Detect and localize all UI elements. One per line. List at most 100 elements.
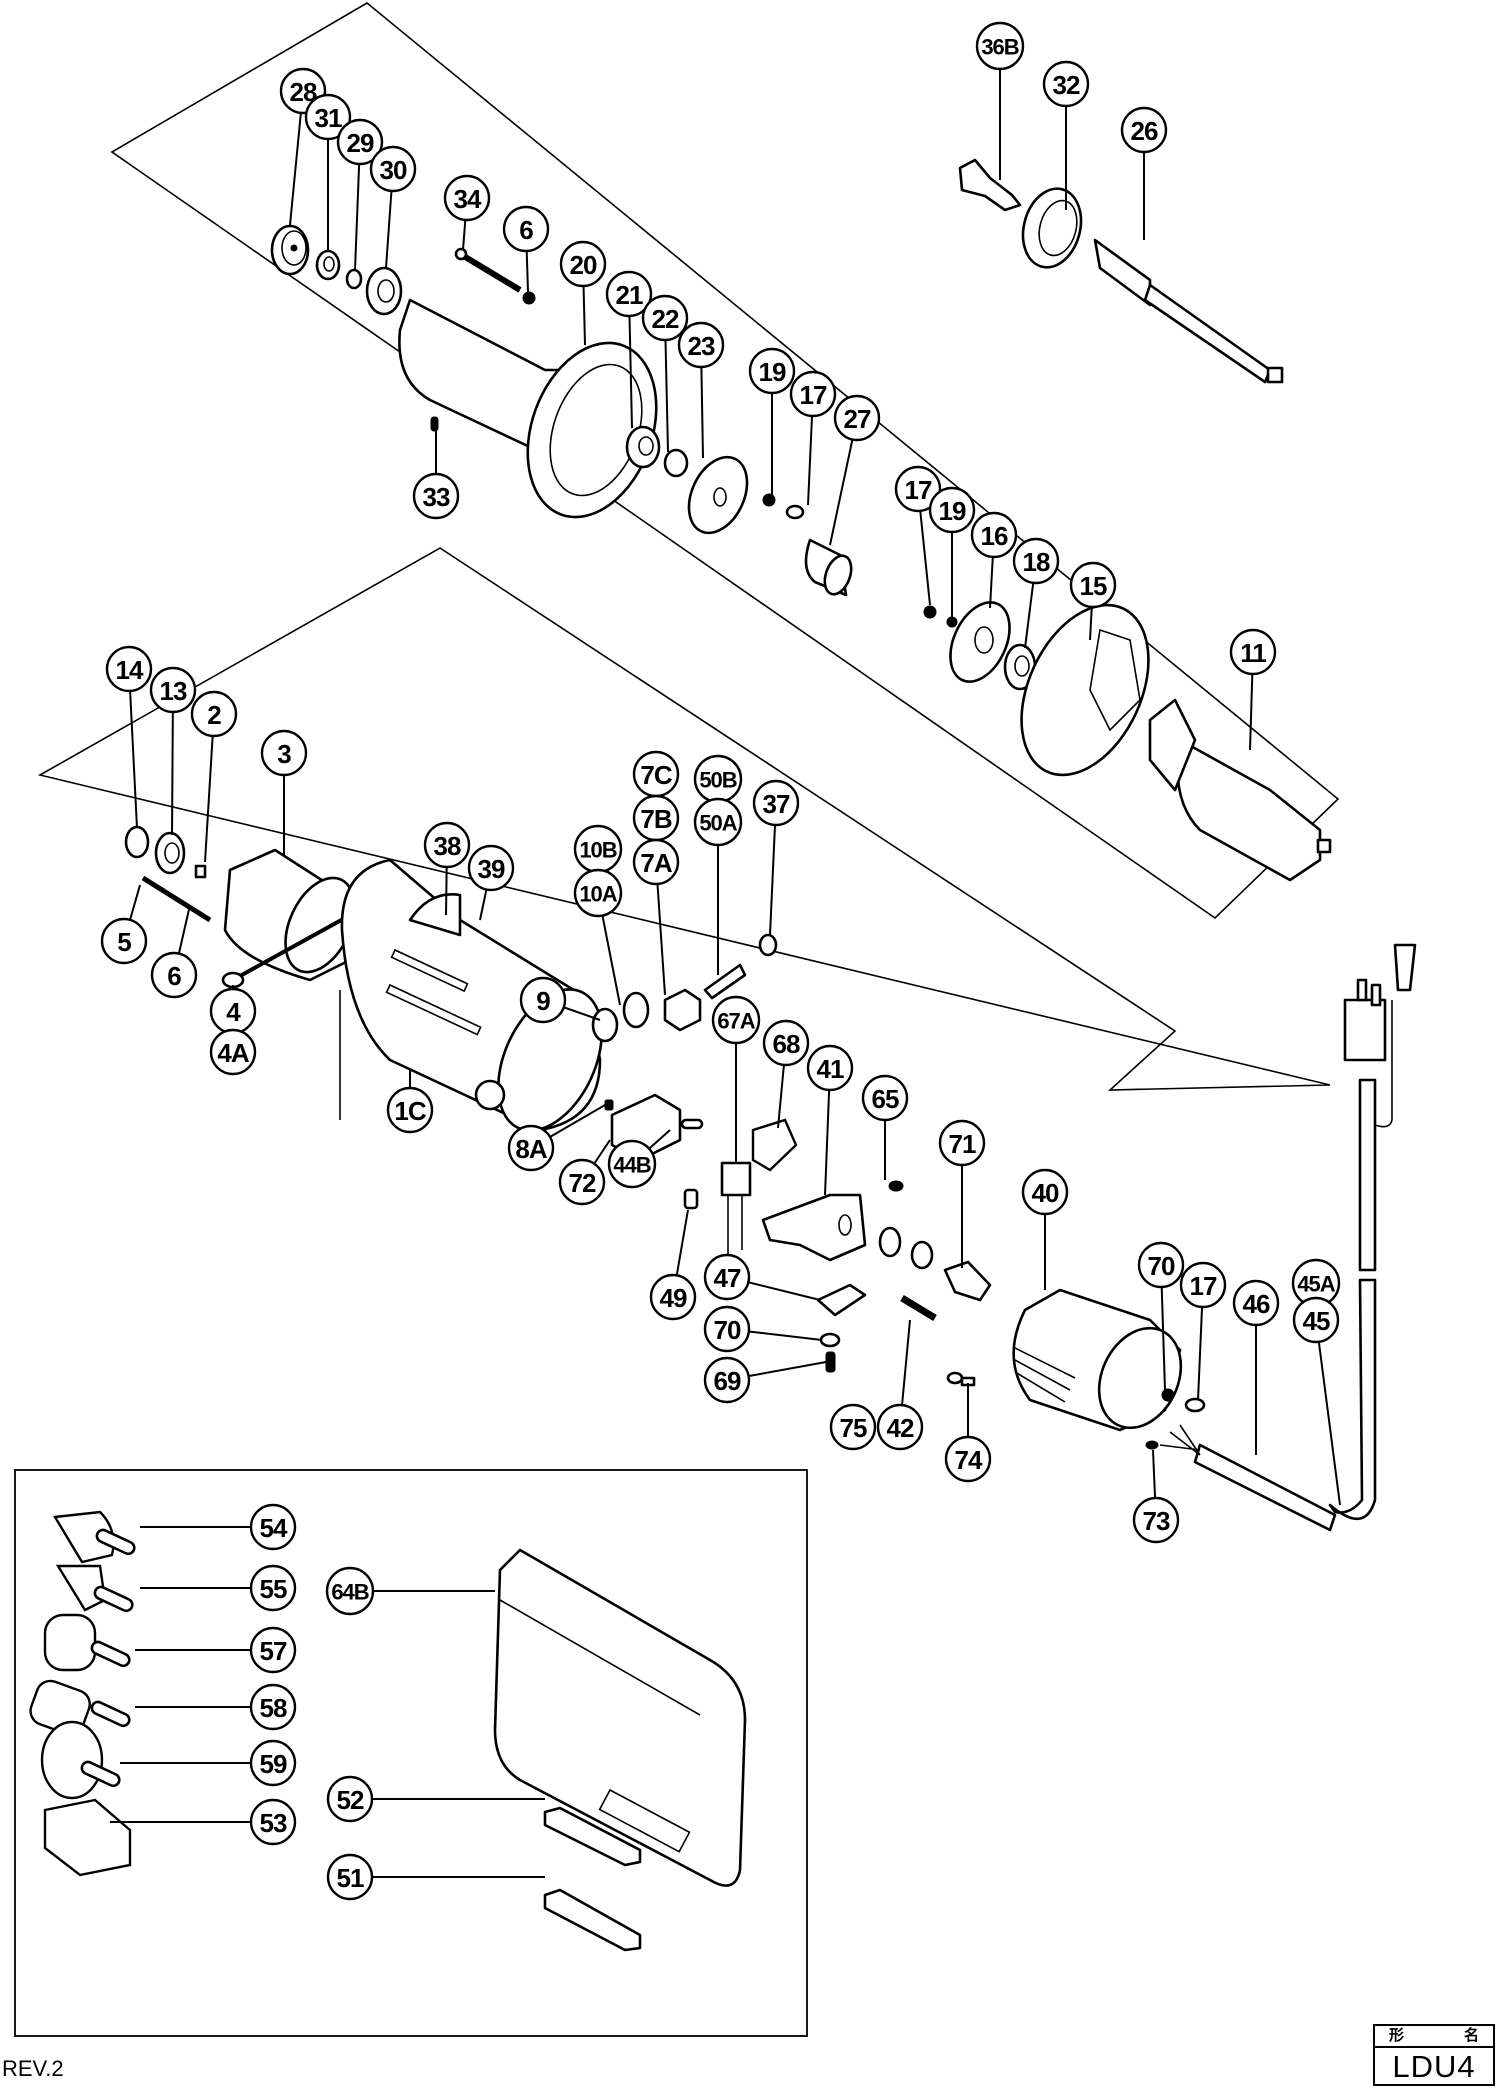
callout-18: 18 [1012, 537, 1060, 585]
callout-bubble [249, 1564, 297, 1612]
revision-label: REV.2 [2, 2056, 64, 2081]
callout-number: 7C [640, 760, 672, 790]
callout-54: 54 [249, 1503, 297, 1551]
callout-number: 45A [1297, 1272, 1335, 1297]
callout-9: 9 [519, 976, 567, 1024]
part-gear-cover-20 [398, 298, 658, 519]
callout-bubble [559, 240, 607, 288]
part-screw-17b [923, 605, 937, 619]
callout-42: 42 [876, 1403, 924, 1451]
part-dressing-stone-53 [43, 1798, 132, 1877]
callout-number: 17 [905, 475, 932, 505]
callout-bubble [711, 995, 761, 1045]
callout-bubble [1021, 1168, 1069, 1216]
callout-64B: 64B [325, 1566, 375, 1616]
callout-36B: 36B [975, 21, 1025, 71]
callout-number: 19 [759, 357, 786, 387]
callout-number: 51 [337, 1863, 364, 1893]
callout-7A: 7A [632, 838, 680, 886]
callout-number: 32 [1053, 70, 1080, 100]
callout-bubble [876, 1403, 924, 1451]
callout-bubble [829, 1403, 877, 1451]
callout-number: 10B [579, 838, 616, 863]
callout-number: 70 [714, 1315, 741, 1345]
callout-bubble [762, 1019, 810, 1067]
callout-number: 68 [773, 1029, 800, 1059]
part-grinding-stone-54 [53, 1510, 136, 1564]
callout-bubble [467, 844, 515, 892]
callout-bubble [249, 1683, 297, 1731]
callout-number: 33 [423, 482, 450, 512]
callout-bubble [944, 1435, 992, 1483]
part-ring-29 [345, 268, 363, 290]
callout-47: 47 [703, 1253, 751, 1301]
callout-10B: 10B [573, 824, 623, 874]
callout-layer: 28312930346202122233336B3226191727171916… [100, 21, 1341, 1901]
callout-27: 27 [833, 394, 881, 442]
callout-number: 6 [167, 961, 181, 991]
callout-49: 49 [649, 1273, 697, 1321]
callout-number: 23 [688, 331, 715, 361]
callout-bubble [249, 1503, 297, 1551]
part-washer-70b [1161, 1388, 1175, 1402]
callout-number: 72 [569, 1168, 596, 1198]
callout-52: 52 [326, 1775, 374, 1823]
callout-37: 37 [752, 779, 800, 827]
callout-50B: 50B [693, 754, 743, 804]
callout-bubble [190, 690, 238, 738]
part-screw-17a [785, 504, 805, 520]
callout-number: 55 [260, 1574, 287, 1604]
callout-number: 6 [519, 215, 533, 245]
callout-number: 42 [887, 1413, 914, 1443]
callout-68: 68 [762, 1019, 810, 1067]
callout-17b: 17 [894, 465, 942, 513]
callout-bubble [150, 951, 198, 999]
callout-number: 75 [840, 1413, 867, 1443]
callout-bubble [249, 1798, 297, 1846]
callout-number: 45 [1303, 1306, 1330, 1336]
callout-number: 67A [717, 1009, 755, 1034]
callout-number: 16 [981, 521, 1008, 551]
callout-6b: 6 [150, 951, 198, 999]
callout-3: 3 [260, 729, 308, 777]
callout-34: 34 [443, 174, 491, 222]
model-number: LDU4 [1392, 2049, 1476, 2084]
callout-number: 30 [380, 155, 407, 185]
callout-4A: 4A [209, 1028, 257, 1076]
callout-number: 26 [1131, 116, 1158, 146]
callout-bubble [149, 666, 197, 714]
callout-44B: 44B [607, 1139, 657, 1189]
callout-number: 9 [536, 986, 550, 1016]
callout-70b: 70 [1137, 1241, 1185, 1289]
callout-bubble [558, 1158, 606, 1206]
part-grinding-stone-55 [55, 1564, 134, 1613]
callout-bubble [412, 472, 460, 520]
callout-17c: 17 [1179, 1261, 1227, 1309]
callout-number: 36B [981, 35, 1018, 60]
callout-number: 74 [955, 1445, 983, 1475]
leader-line-45 [1315, 1319, 1341, 1506]
callout-bubble [1232, 1279, 1280, 1327]
callout-19a: 19 [748, 347, 796, 395]
part-plate-47 [816, 1283, 867, 1317]
callout-number: 38 [434, 831, 461, 861]
callout-74: 74 [944, 1435, 992, 1483]
callout-number: 4A [217, 1038, 249, 1068]
callout-bubble [1012, 537, 1060, 585]
callout-number: 27 [844, 404, 871, 434]
callout-10A: 10A [573, 868, 623, 918]
callout-number: 59 [260, 1749, 287, 1779]
callout-number: 57 [260, 1636, 287, 1666]
part-screw-5 [141, 875, 212, 923]
callout-number: 70 [1148, 1251, 1175, 1281]
part-holder-68 [751, 1118, 798, 1172]
callout-bubble [938, 1119, 986, 1167]
callout-number: 17 [800, 380, 827, 410]
model-name-box: 形 名 LDU4 [1373, 2024, 1495, 2086]
callout-bubble [703, 1356, 751, 1404]
callout-bubble [502, 205, 550, 253]
callout-bubble [326, 1775, 374, 1823]
part-bearing-21 [625, 425, 661, 469]
callout-number: 47 [714, 1263, 741, 1293]
part-nut-6 [522, 291, 536, 305]
